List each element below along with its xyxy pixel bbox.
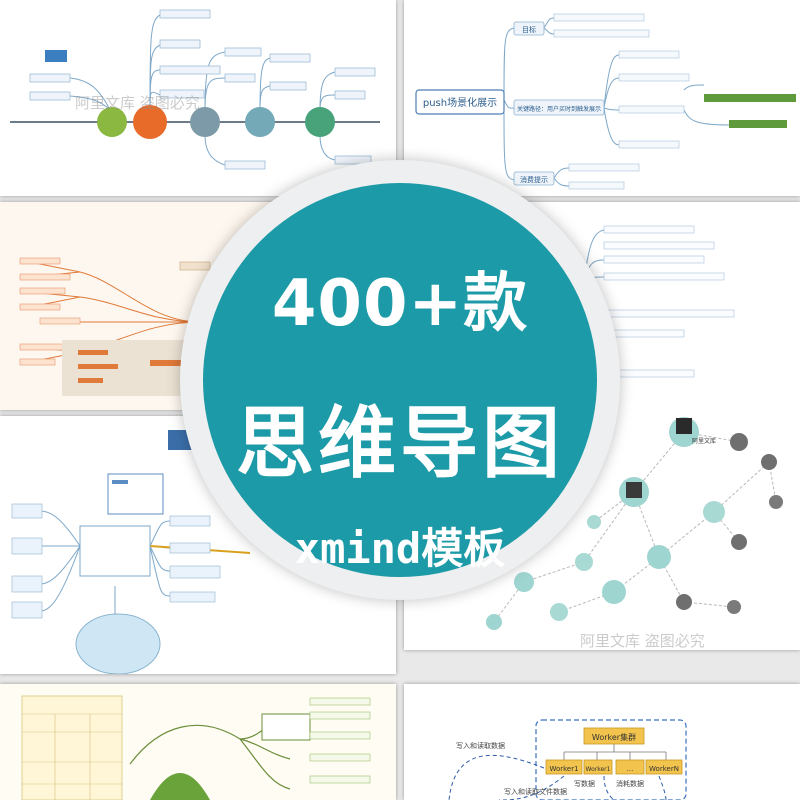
mindmap-push-diagram: push场景化展示 目标 关键路径：用户买时到触发展示 消费提示 [415,13,796,190]
thumbnail-bottom-right: Worker集群 Worker1 Worker1 ... WorkerN 写入和… [404,684,800,800]
worker-label: ... [627,765,634,773]
worker-label: Worker1 [549,765,578,773]
edge-label: 写数据 [574,779,595,788]
edge-label: 写入和读取数据 [456,741,505,750]
edge-label: 写入和读取文件数据 [504,787,567,796]
edge-label: 消耗数据 [616,779,644,788]
person-label: 阿里文库 [692,438,717,445]
thumbnail-bottom-left [0,684,396,800]
branch-goal-label: 目标 [522,25,536,34]
subject-headline: 思维导图 [235,399,564,489]
watermark: 阿里文库 盗图必究 [75,94,200,112]
promo-badge [203,183,597,577]
mindmap-table-diagram [21,695,371,800]
network-graph-diagram [486,225,783,630]
thumbnail-top-left: 阿里文库 盗图必究 [0,0,396,196]
branch-consume-label: 消费提示 [520,175,548,184]
worker-cluster-diagram: Worker集群 Worker1 Worker1 ... WorkerN 写入和… [448,719,687,800]
branch-keypath-label: 关键路径：用户买时到触发展示 [517,105,601,113]
thumbnail-top-right: push场景化展示 目标 关键路径：用户买时到触发展示 消费提示 [404,0,800,196]
count-headline: 400+款 [271,267,529,341]
worker-label: WorkerN [649,765,679,773]
mindmap-timeline-diagram [10,9,380,170]
central-topic-label: push场景化展示 [423,96,497,109]
mindmap-traffic-diagram [11,430,251,674]
worker-label: Worker1 [586,766,611,773]
software-headline: xmind模板 [294,524,506,573]
cluster-title-label: Worker集群 [592,732,636,742]
watermark: 阿里文库 盗图必究 [580,632,705,650]
